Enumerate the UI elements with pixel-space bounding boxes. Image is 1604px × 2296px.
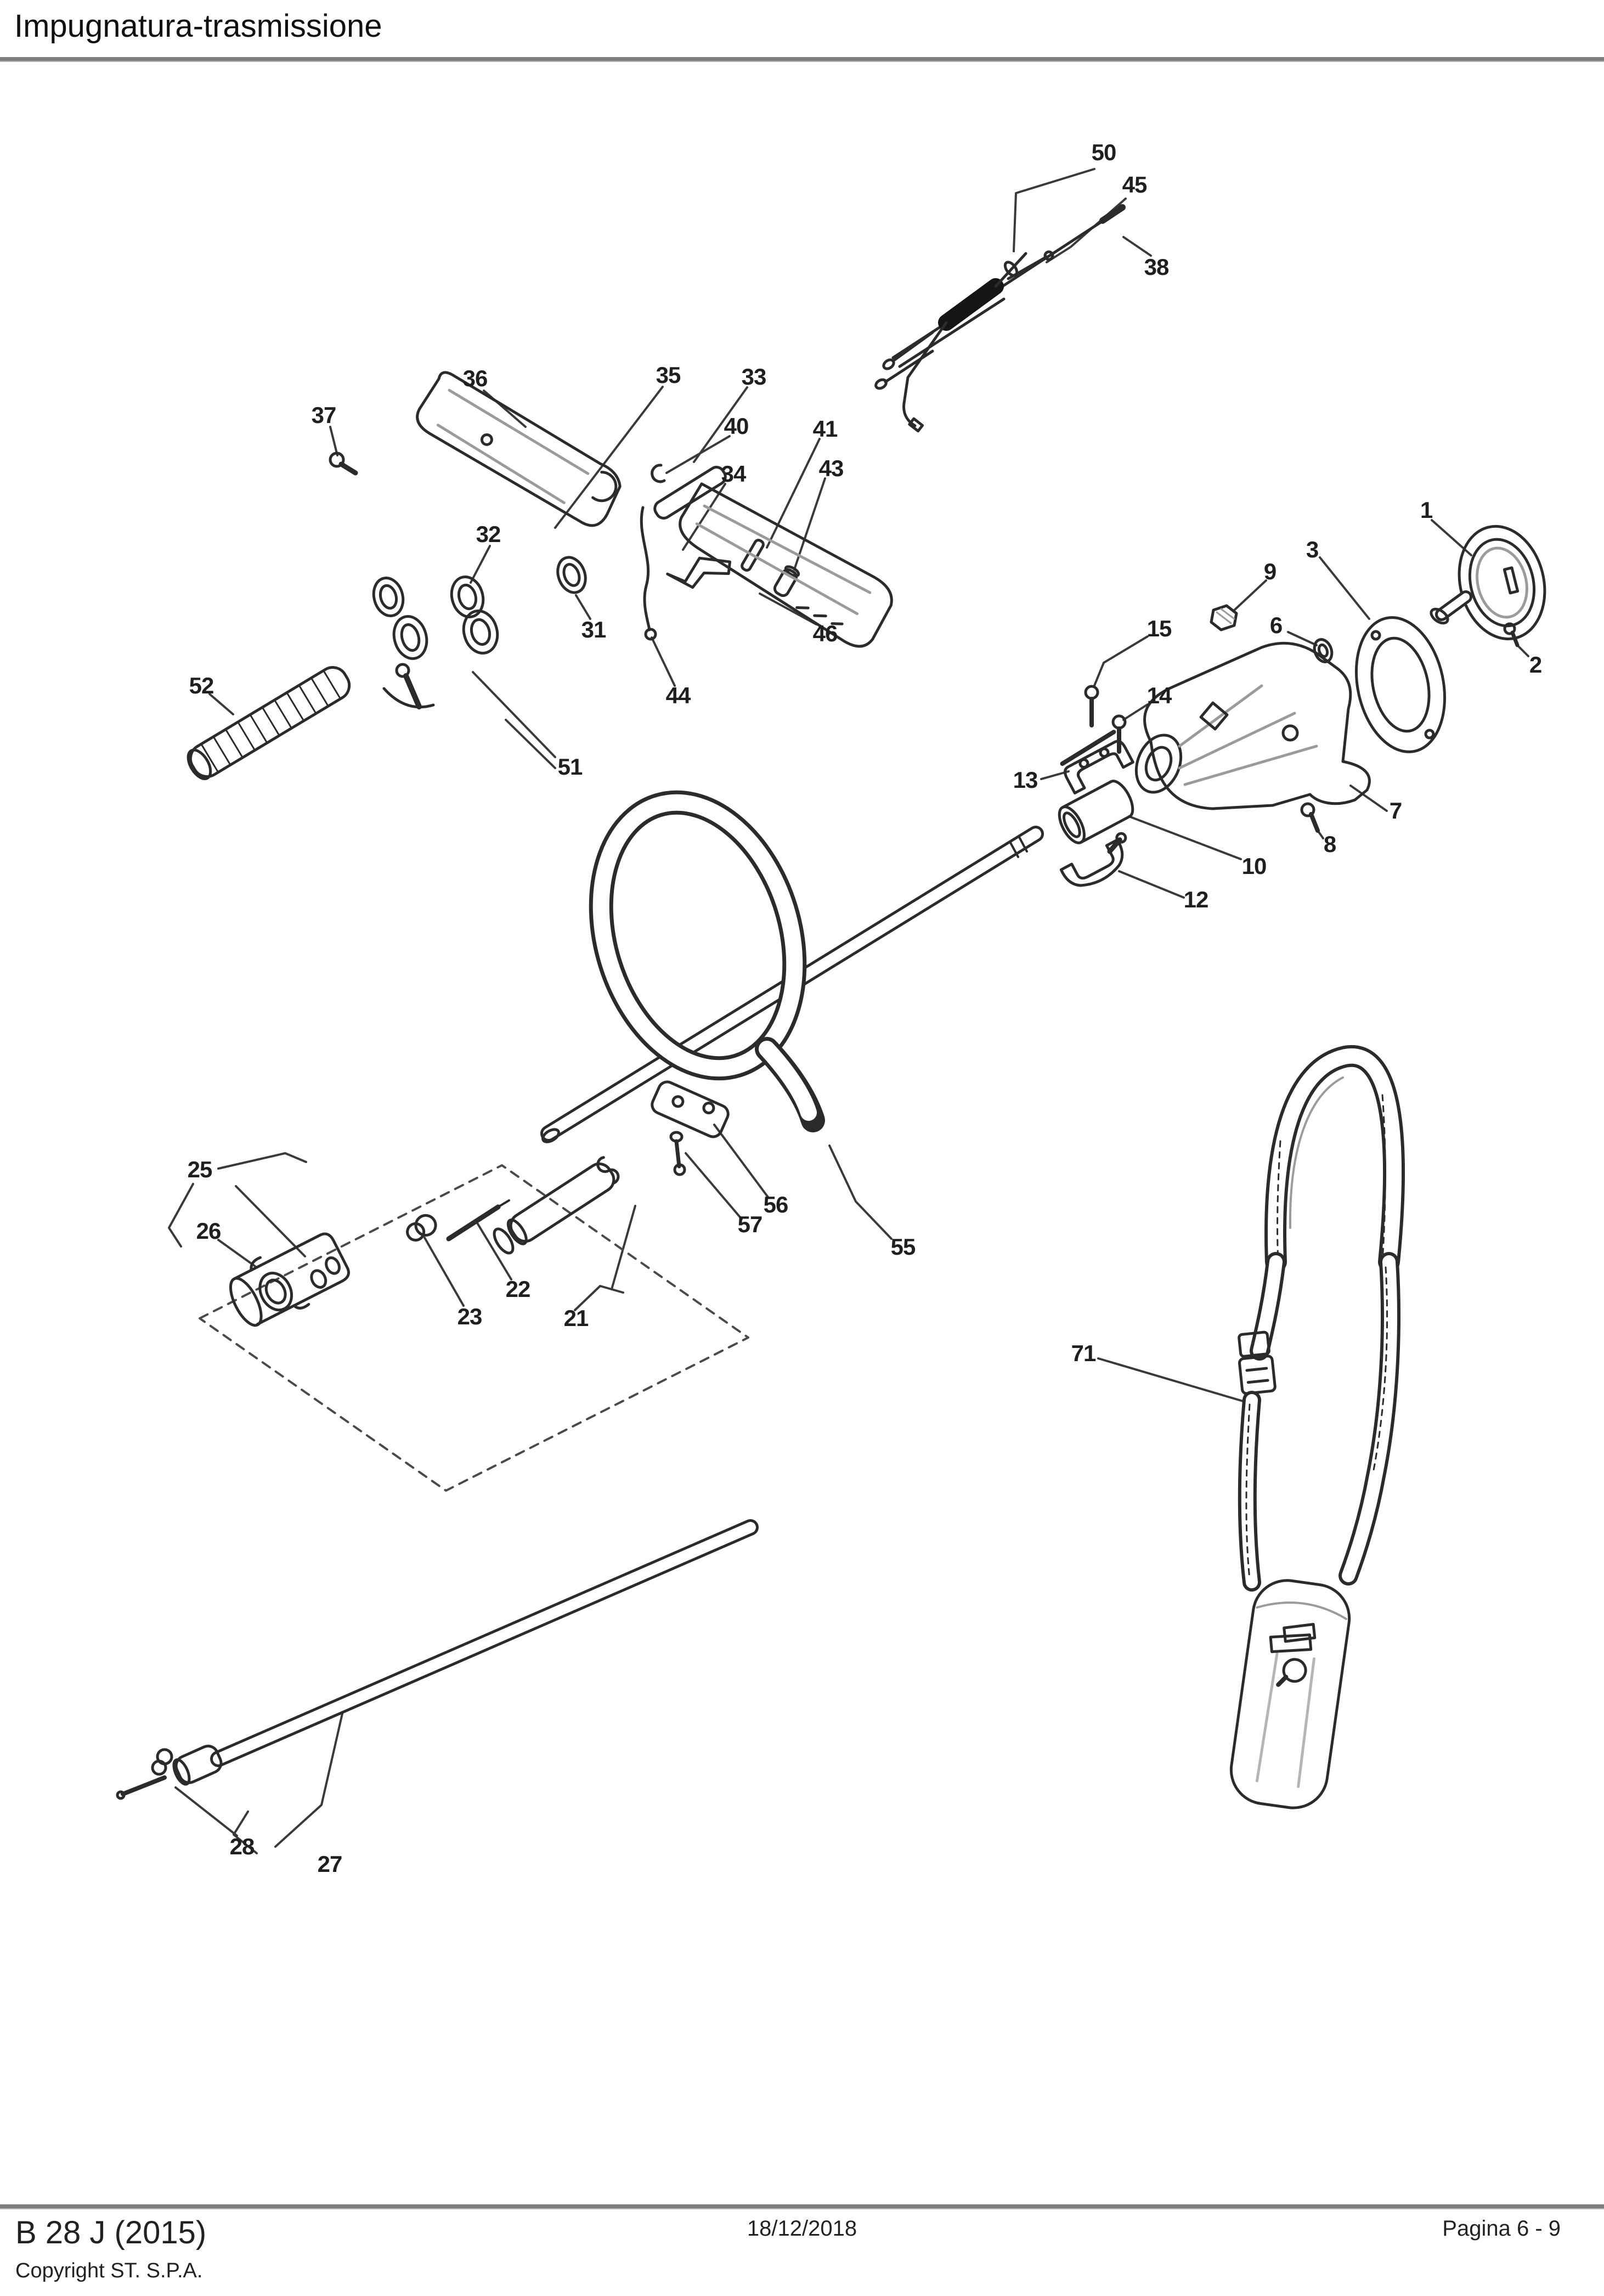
- part-number-8: 8: [1323, 831, 1336, 857]
- part-number-26: 26: [196, 1218, 222, 1244]
- part-number-6: 6: [1269, 612, 1283, 638]
- footer-divider: [0, 2204, 1604, 2209]
- part-number-57: 57: [737, 1211, 763, 1237]
- part-number-12: 12: [1183, 887, 1209, 912]
- part-number-31: 31: [581, 617, 607, 642]
- part-number-35: 35: [656, 362, 681, 388]
- handle-shell-lower: [679, 482, 893, 648]
- handle-shell-upper: [329, 371, 622, 527]
- part-number-43: 43: [818, 455, 844, 481]
- lower-tube: [116, 1519, 759, 1800]
- part-number-21: 21: [563, 1305, 589, 1331]
- part-number-36: 36: [462, 365, 488, 391]
- part-number-46: 46: [812, 620, 838, 646]
- gear-head-cluster: [1058, 524, 1546, 887]
- part-number-33: 33: [741, 364, 767, 390]
- part-number-9: 9: [1263, 559, 1277, 584]
- part-number-15: 15: [1146, 616, 1172, 641]
- part-number-55: 55: [890, 1234, 916, 1260]
- part-number-37: 37: [311, 402, 337, 428]
- part-number-71: 71: [1071, 1340, 1097, 1366]
- leader-lines: [168, 168, 1529, 1854]
- part-number-22: 22: [505, 1276, 531, 1302]
- part-number-2: 2: [1529, 652, 1542, 678]
- part-number-23: 23: [457, 1304, 483, 1329]
- handle-clamp-parts: [187, 556, 587, 780]
- part-number-41: 41: [812, 416, 838, 442]
- shaft-and-loop-handle: [540, 790, 1044, 1176]
- part-number-52: 52: [189, 673, 214, 698]
- shoulder-harness: [1229, 1045, 1405, 1809]
- part-number-50: 50: [1091, 139, 1117, 165]
- footer-date: 18/12/2018: [747, 2216, 857, 2241]
- part-number-44: 44: [665, 682, 691, 708]
- part-number-25: 25: [187, 1157, 213, 1182]
- part-number-40: 40: [724, 413, 749, 439]
- part-number-14: 14: [1146, 682, 1172, 708]
- part-number-45: 45: [1122, 172, 1148, 198]
- part-number-3: 3: [1306, 537, 1319, 562]
- part-number-13: 13: [1013, 767, 1038, 793]
- part-number-34: 34: [721, 461, 747, 487]
- part-number-10: 10: [1241, 853, 1267, 879]
- footer-model: B 28 J (2015): [15, 2215, 207, 2250]
- footer-copyright: Copyright ST. S.P.A.: [15, 2259, 203, 2282]
- part-number-28: 28: [229, 1834, 255, 1859]
- part-number-56: 56: [763, 1192, 789, 1217]
- part-number-7: 7: [1389, 798, 1402, 823]
- part-number-27: 27: [317, 1851, 343, 1877]
- page-title: Impugnatura-trasmissione: [14, 8, 382, 44]
- coupling-parts: [199, 1156, 749, 1492]
- header-divider: [0, 57, 1604, 62]
- part-number-38: 38: [1144, 254, 1170, 280]
- part-number-51: 51: [557, 754, 583, 780]
- throttle-cable: [874, 204, 1126, 433]
- part-number-32: 32: [476, 521, 501, 547]
- footer-page-number: Pagina 6 - 9: [1442, 2216, 1561, 2241]
- part-number-1: 1: [1420, 497, 1433, 523]
